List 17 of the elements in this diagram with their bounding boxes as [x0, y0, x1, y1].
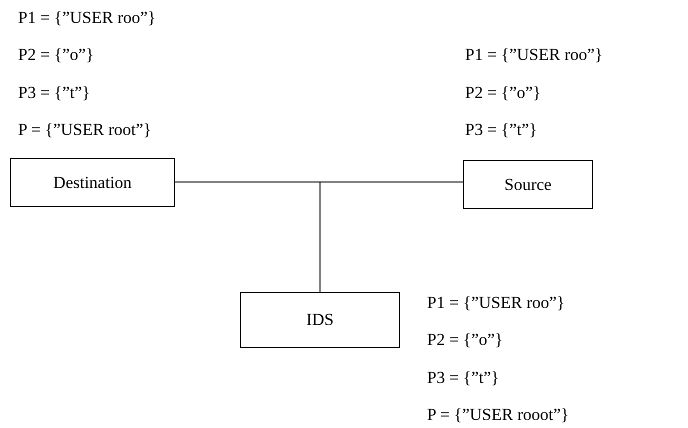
set-annotation: P2 = {”o”} [465, 83, 541, 103]
set-annotation: P1 = {”USER roo”} [465, 45, 603, 65]
set-annotation: P2 = {”o”} [18, 45, 94, 65]
set-annotation: P1 = {”USER roo”} [427, 293, 565, 313]
set-annotation: P1 = {”USER roo”} [18, 8, 156, 28]
set-annotation: P3 = {”t”} [18, 83, 90, 103]
node-label: IDS [306, 310, 334, 330]
set-annotation: P = {”USER rooot”} [427, 405, 569, 425]
process-box [10, 158, 175, 207]
set-annotation: P3 = {”t”} [465, 120, 538, 140]
process-box [240, 292, 400, 348]
node-label: Destination [53, 172, 132, 192]
node-label: Source [504, 174, 552, 194]
set-annotation: P3 = {”t”} [427, 368, 500, 388]
set-annotation: P2 = {”o”} [427, 330, 503, 350]
process-box [463, 160, 593, 209]
set-annotation: P = {”USER root”} [18, 120, 152, 140]
